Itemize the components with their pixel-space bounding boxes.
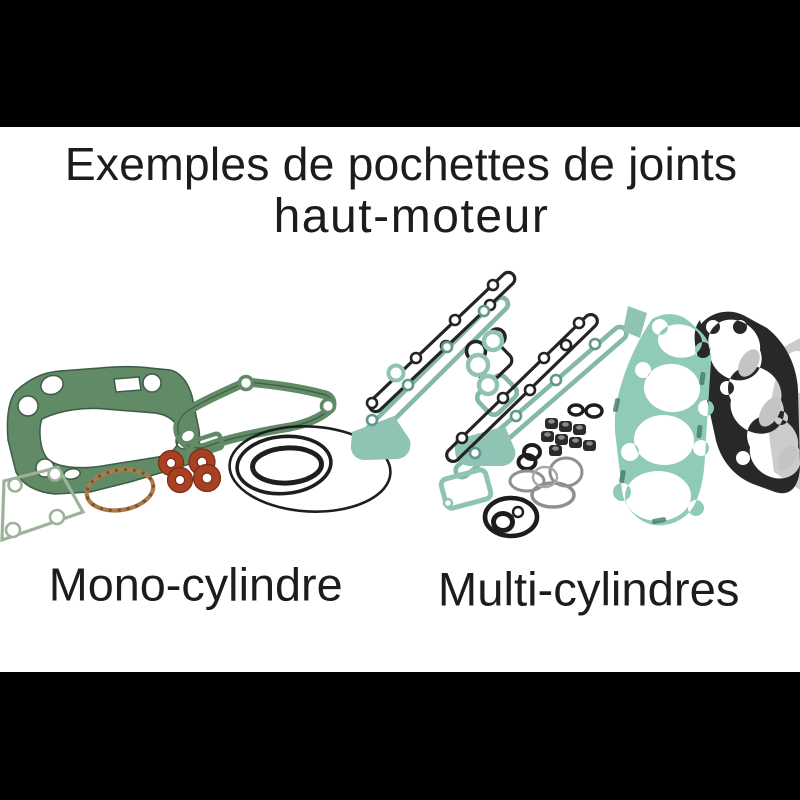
svg-text:haut-moteur: haut-moteur — [274, 190, 550, 243]
svg-text:Exemples de pochettes de joint: Exemples de pochettes de joints — [65, 138, 738, 190]
svg-text:Mono-cylindre: Mono-cylindre — [49, 559, 343, 611]
svg-text:Multi-cylindres: Multi-cylindres — [438, 564, 740, 617]
